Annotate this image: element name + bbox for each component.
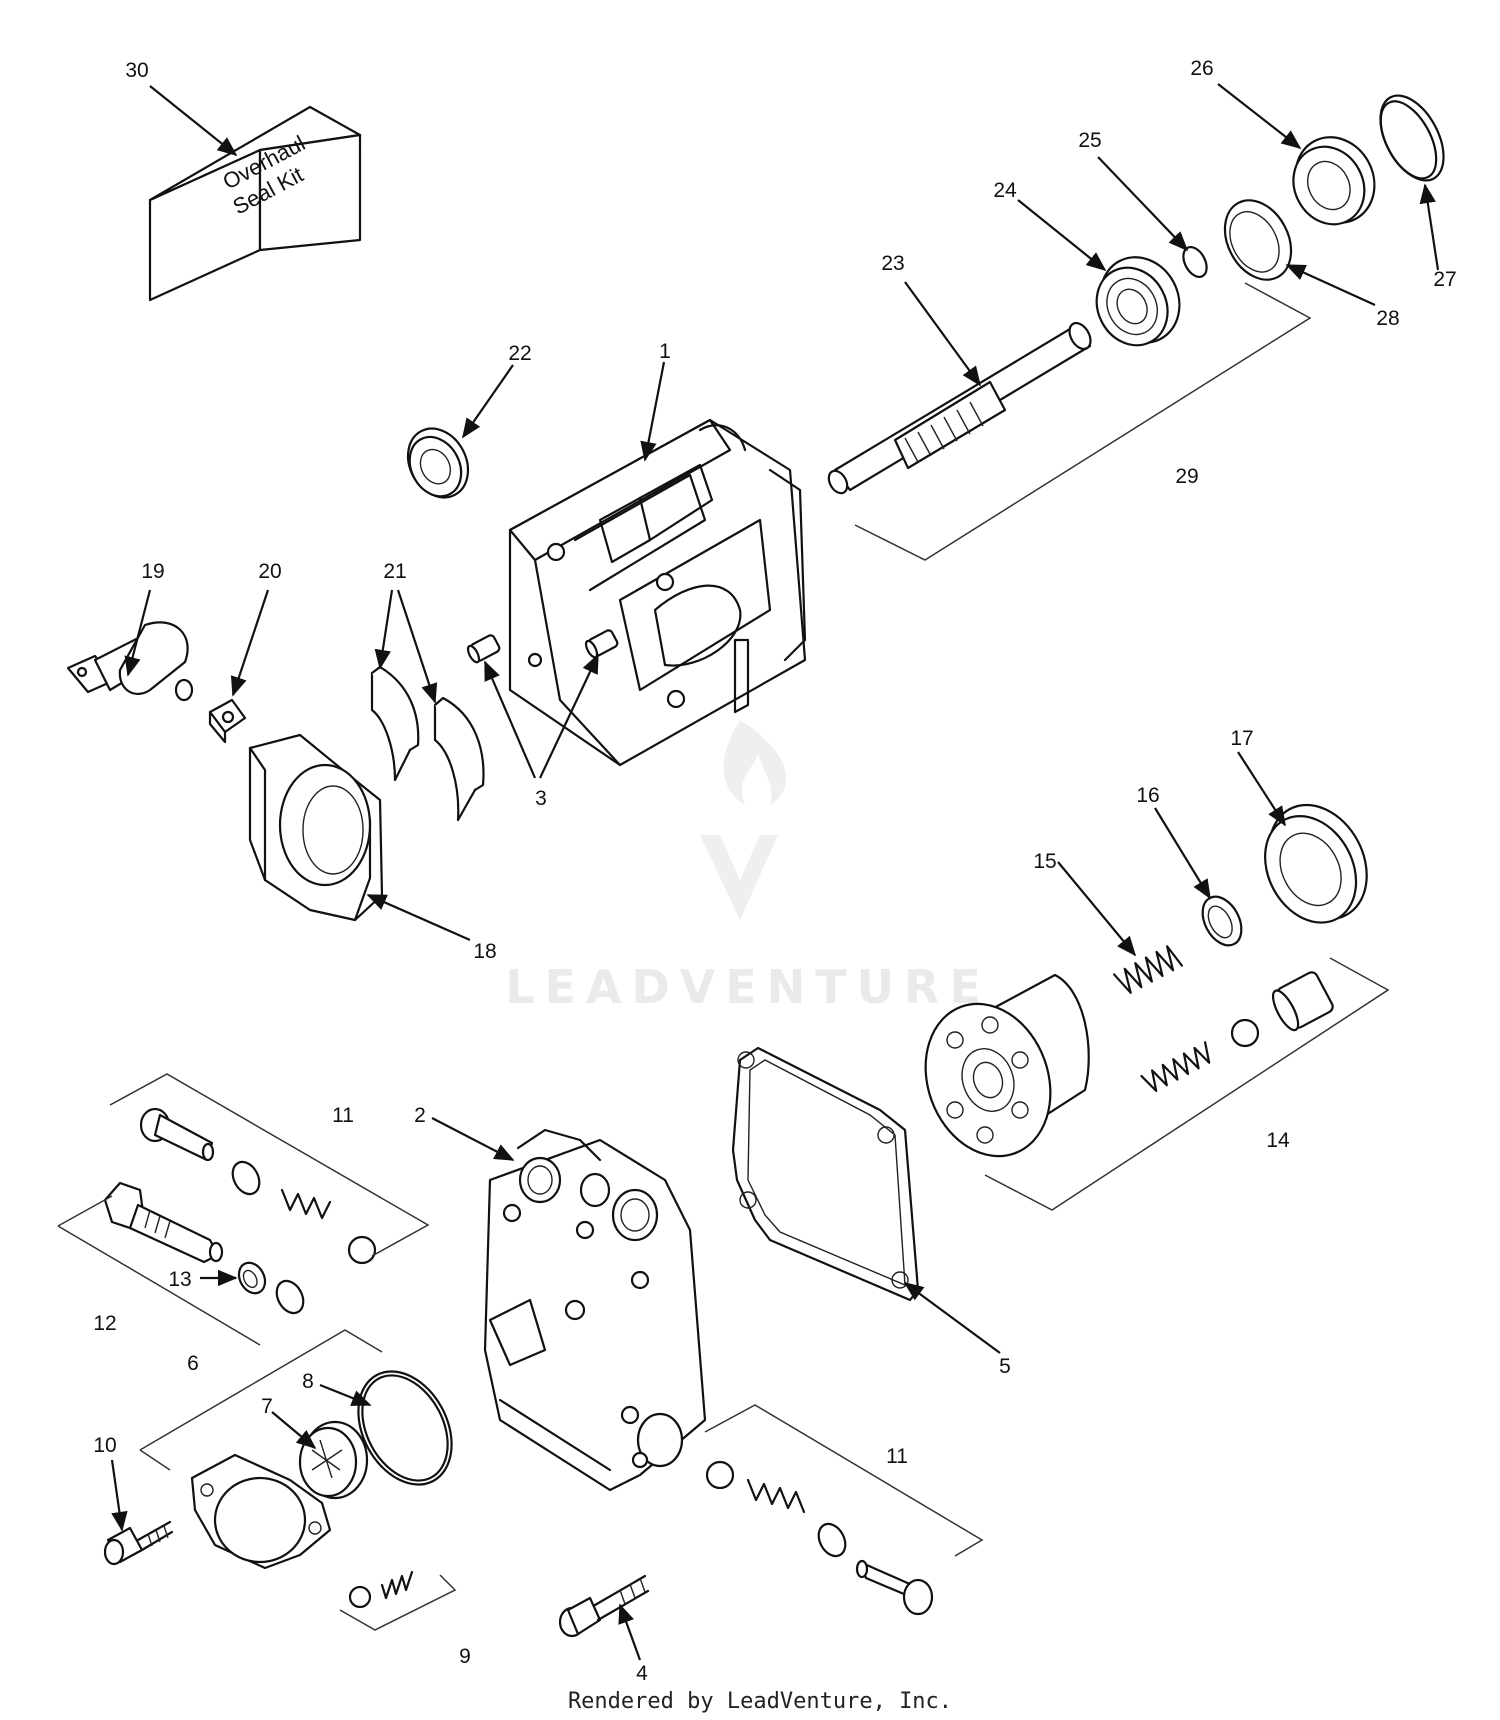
footer-credit: Rendered by LeadVenture, Inc. — [568, 1689, 952, 1714]
part-28-washer — [1223, 199, 1293, 281]
callout-11-right: 11 — [886, 1445, 908, 1468]
part-11-relief-valve-right — [705, 1460, 934, 1616]
part-14-cylinder-block — [924, 973, 1090, 1158]
callout-2: 2 — [414, 1104, 426, 1127]
callout-12: 12 — [93, 1312, 116, 1335]
callout-4: 4 — [636, 1662, 648, 1685]
callout-24: 24 — [993, 179, 1017, 202]
callout-30: 30 — [125, 59, 148, 82]
part-16-washer — [1201, 895, 1243, 947]
part-20-square-nut — [208, 698, 247, 744]
part-25-retaining-ring — [1182, 246, 1208, 278]
callout-13: 13 — [168, 1268, 191, 1291]
part-30-seal-kit-box: Overhaul Seal Kit — [148, 105, 362, 302]
part-11-relief-valve-left — [139, 1107, 377, 1265]
part-22-shaft-seal — [406, 427, 470, 499]
part-5-gasket — [731, 1046, 920, 1302]
part-9-spring — [380, 1570, 414, 1600]
callout-5: 5 — [999, 1355, 1011, 1378]
part-14-spring — [1140, 1041, 1211, 1093]
callout-27: 27 — [1433, 268, 1456, 291]
part-7-gerotor — [298, 1420, 369, 1500]
part-13-washer — [237, 1261, 267, 1295]
callout-19: 19 — [141, 560, 164, 583]
part-24-ball-bearing — [1095, 256, 1181, 347]
callout-8: 8 — [302, 1370, 314, 1393]
part-21-cradle-bearings — [370, 665, 485, 822]
watermark-logo: LEADVENTURE — [505, 720, 991, 1014]
part-29-group-bracket — [854, 282, 1312, 561]
callout-23: 23 — [881, 252, 904, 275]
part-1-pump-housing — [508, 418, 807, 767]
callout-26: 26 — [1190, 57, 1213, 80]
callout-14: 14 — [1266, 1129, 1290, 1152]
callout-25: 25 — [1078, 129, 1101, 152]
leader-lines — [110, 83, 1440, 1661]
callout-29: 29 — [1175, 465, 1198, 488]
callout-6: 6 — [187, 1352, 199, 1375]
callout-1: 1 — [659, 340, 671, 363]
part-11-right-group-bracket — [704, 1404, 984, 1557]
watermark-text: LEADVENTURE — [505, 960, 991, 1014]
part-14-ball — [1230, 1018, 1260, 1048]
part-2-center-section — [483, 1128, 707, 1492]
part-8-o-ring — [357, 1370, 453, 1486]
callout-17: 17 — [1230, 727, 1253, 750]
callout-28: 28 — [1376, 307, 1399, 330]
part-15-spring — [1113, 945, 1183, 994]
part-8-o-ring-inner — [361, 1374, 449, 1482]
callout-16: 16 — [1136, 784, 1159, 807]
callout-labels: 30 26 27 25 24 28 23 22 1 29 19 20 21 3 … — [93, 57, 1456, 1685]
callout-18: 18 — [473, 940, 496, 963]
part-12-group-bracket — [57, 1195, 261, 1346]
part-9-ball — [348, 1585, 372, 1609]
callout-7: 7 — [261, 1395, 273, 1418]
part-19-trunnion-arm — [66, 621, 194, 702]
part-23-input-shaft — [827, 321, 1092, 495]
part-27-snap-ring — [1379, 94, 1445, 182]
part-14-group-bracket — [984, 957, 1390, 1211]
part-10-screw — [103, 1520, 174, 1566]
part-6-charge-pump-cover — [190, 1453, 332, 1570]
part-11-left-group-bracket — [109, 1073, 430, 1257]
callout-20: 20 — [258, 560, 281, 583]
part-3-pins — [466, 629, 619, 664]
part-4-screw — [558, 1574, 650, 1638]
part-18-swashplate — [248, 733, 384, 922]
part-14-sleeve — [1271, 971, 1334, 1032]
callout-21: 21 — [383, 560, 406, 583]
callout-15: 15 — [1033, 850, 1056, 873]
callout-11-left: 11 — [332, 1104, 354, 1127]
part-6-group-bracket — [139, 1329, 383, 1471]
callout-10: 10 — [93, 1434, 116, 1457]
part-17-thrust-bearing — [1264, 803, 1368, 924]
part-12-check-valve — [103, 1181, 224, 1264]
part-9-group-bracket — [339, 1574, 457, 1631]
part-26-seal — [1292, 136, 1376, 226]
part-12-o-ring — [275, 1279, 305, 1315]
callout-22: 22 — [508, 342, 531, 365]
callout-3: 3 — [535, 787, 547, 810]
callout-9: 9 — [459, 1645, 471, 1668]
